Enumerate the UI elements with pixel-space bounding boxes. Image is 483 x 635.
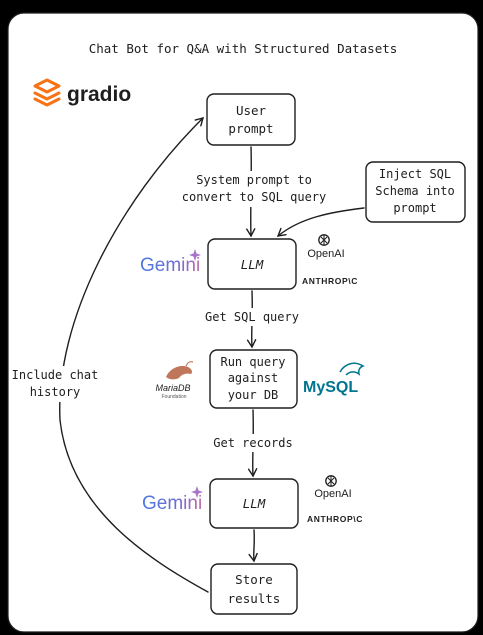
openai-logo-icon <box>318 234 330 246</box>
store-results-line-2: results <box>228 591 281 606</box>
openai-label-1: OpenAI <box>307 248 344 260</box>
inject-schema-line-3: prompt <box>393 201 436 215</box>
edge-label-chat-history-2: history <box>30 385 81 399</box>
arrow-history-loop <box>59 117 209 593</box>
gemini-spark-icon <box>191 486 203 498</box>
label-bg <box>12 366 100 402</box>
edge-label-get-sql: Get SQL query <box>205 310 299 324</box>
llm-node-1 <box>207 238 297 290</box>
openai-label-2: OpenAI <box>314 488 351 500</box>
openai-logo-icon <box>325 475 337 487</box>
label-bg <box>178 171 330 207</box>
edge-label-system-prompt-1: System prompt to <box>196 173 312 187</box>
user-prompt-line-1: User <box>236 103 267 118</box>
run-query-line-3: your DB <box>228 388 279 402</box>
user-prompt-node <box>206 93 296 146</box>
run-query-line-1: Run query <box>220 355 285 369</box>
llm-node-2 <box>209 478 299 529</box>
mysql-dolphin-icon <box>339 362 365 376</box>
mariadb-seal-icon <box>166 361 194 380</box>
edge-label-system-prompt-2: convert to SQL query <box>182 190 327 204</box>
user-prompt-line-2: prompt <box>228 121 273 136</box>
diagram-title: Chat Bot for Q&A with Structured Dataset… <box>89 41 398 56</box>
edge-label-chat-history-1: Include chat <box>12 368 99 382</box>
store-results-node <box>210 563 298 615</box>
llm-1-label: LLM <box>241 257 264 272</box>
store-results-line-1: Store <box>235 572 273 587</box>
anthropic-label-2: ANTHROP\C <box>307 514 363 524</box>
edge-label-get-records: Get records <box>213 436 292 450</box>
gemini-spark-icon <box>189 249 201 261</box>
run-query-node <box>209 349 298 409</box>
inject-schema-node <box>365 161 466 223</box>
llm-2-label: LLM <box>243 496 266 511</box>
label-bg <box>197 308 307 326</box>
inject-schema-line-2: Schema into <box>375 184 454 198</box>
arrow-llm-to-store <box>248 529 258 563</box>
label-bg <box>205 434 301 452</box>
gemini-logo-2: Gemini <box>142 493 202 514</box>
mariadb-sub-label: Foundation <box>161 394 186 400</box>
arrow-schema-to-llm <box>276 207 365 237</box>
mariadb-label: MariaDB <box>155 383 190 393</box>
run-query-line-2: against <box>228 371 279 385</box>
inject-schema-line-1: Inject SQL <box>379 167 451 181</box>
gemini-logo-1: Gemini <box>140 255 200 276</box>
gradio-logo-icon <box>33 78 61 107</box>
gradio-logo-text: gradio <box>67 83 131 106</box>
anthropic-label-1: ANTHROP\C <box>302 276 358 286</box>
mysql-label: MySQL <box>303 379 358 396</box>
